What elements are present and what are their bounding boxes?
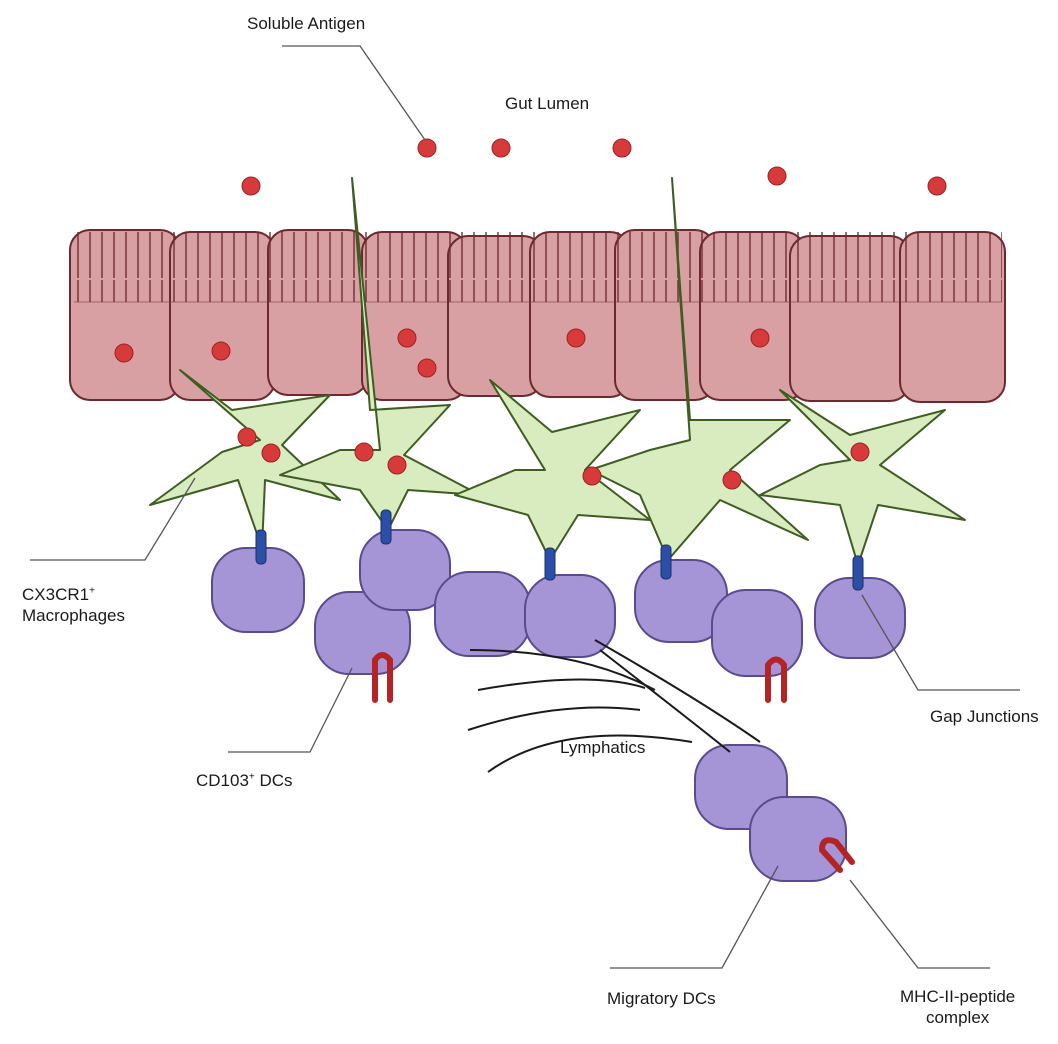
cd103-label-tail: DCs	[255, 771, 293, 790]
red-dot-icon	[355, 443, 373, 461]
leader-soluble-antigen	[282, 46, 425, 140]
leader-mhc	[850, 880, 990, 968]
red-dot-icon	[492, 139, 510, 157]
red-dot-icon	[768, 167, 786, 185]
blue-connector-icon	[853, 556, 863, 590]
macrophages-label-line1: CX3CR1	[22, 585, 89, 604]
red-dot-icon	[567, 329, 585, 347]
mhc-label-line1: MHC-II-peptide	[900, 987, 1015, 1006]
gap-junctions-label: Gap Junctions	[930, 706, 1039, 727]
red-dot-icon	[398, 329, 416, 347]
red-dot-icon	[613, 139, 631, 157]
cd103-label: CD103+ DCs	[196, 770, 293, 791]
macrophages-label: CX3CR1+ Macrophages	[22, 584, 125, 627]
blue-connector-icon	[381, 510, 391, 544]
red-dot-icon	[418, 139, 436, 157]
red-dot-icon	[583, 467, 601, 485]
blue-connector-icon	[661, 545, 671, 579]
leader-migratory	[610, 866, 778, 968]
macrophages-label-sup: +	[89, 585, 95, 596]
soluble-antigen-label: Soluble Antigen	[247, 13, 365, 34]
red-dot-icon	[238, 428, 256, 446]
blue-connector-icon	[256, 530, 266, 564]
gut-lumen-label: Gut Lumen	[505, 93, 589, 114]
red-dot-icon	[723, 471, 741, 489]
leader-cd103	[228, 668, 352, 752]
mhc-label-line2: complex	[926, 1008, 989, 1027]
mhc-label: MHC-II-peptide complex	[900, 986, 1015, 1029]
red-dot-icon	[928, 177, 946, 195]
red-dot-icon	[388, 456, 406, 474]
epithelium	[70, 230, 1005, 402]
lymphatics-label: Lymphatics	[560, 737, 645, 758]
red-dot-icon	[212, 342, 230, 360]
dendritic-cells	[212, 530, 905, 881]
blue-connector-icon	[545, 548, 555, 580]
red-dot-icon	[262, 444, 280, 462]
red-dot-icon	[851, 443, 869, 461]
macrophages-label-line2: Macrophages	[22, 606, 125, 625]
dendritic-cell	[712, 590, 802, 676]
red-dot-icon	[115, 344, 133, 362]
microvilli	[74, 232, 1002, 302]
red-dot-icon	[418, 359, 436, 377]
migratory-dcs-label: Migratory DCs	[607, 988, 716, 1009]
macrophage-cell	[760, 390, 965, 565]
cd103-label-main: CD103	[196, 771, 249, 790]
dendritic-cell	[435, 572, 530, 656]
red-dot-icon	[751, 329, 769, 347]
red-dot-icon	[242, 177, 260, 195]
